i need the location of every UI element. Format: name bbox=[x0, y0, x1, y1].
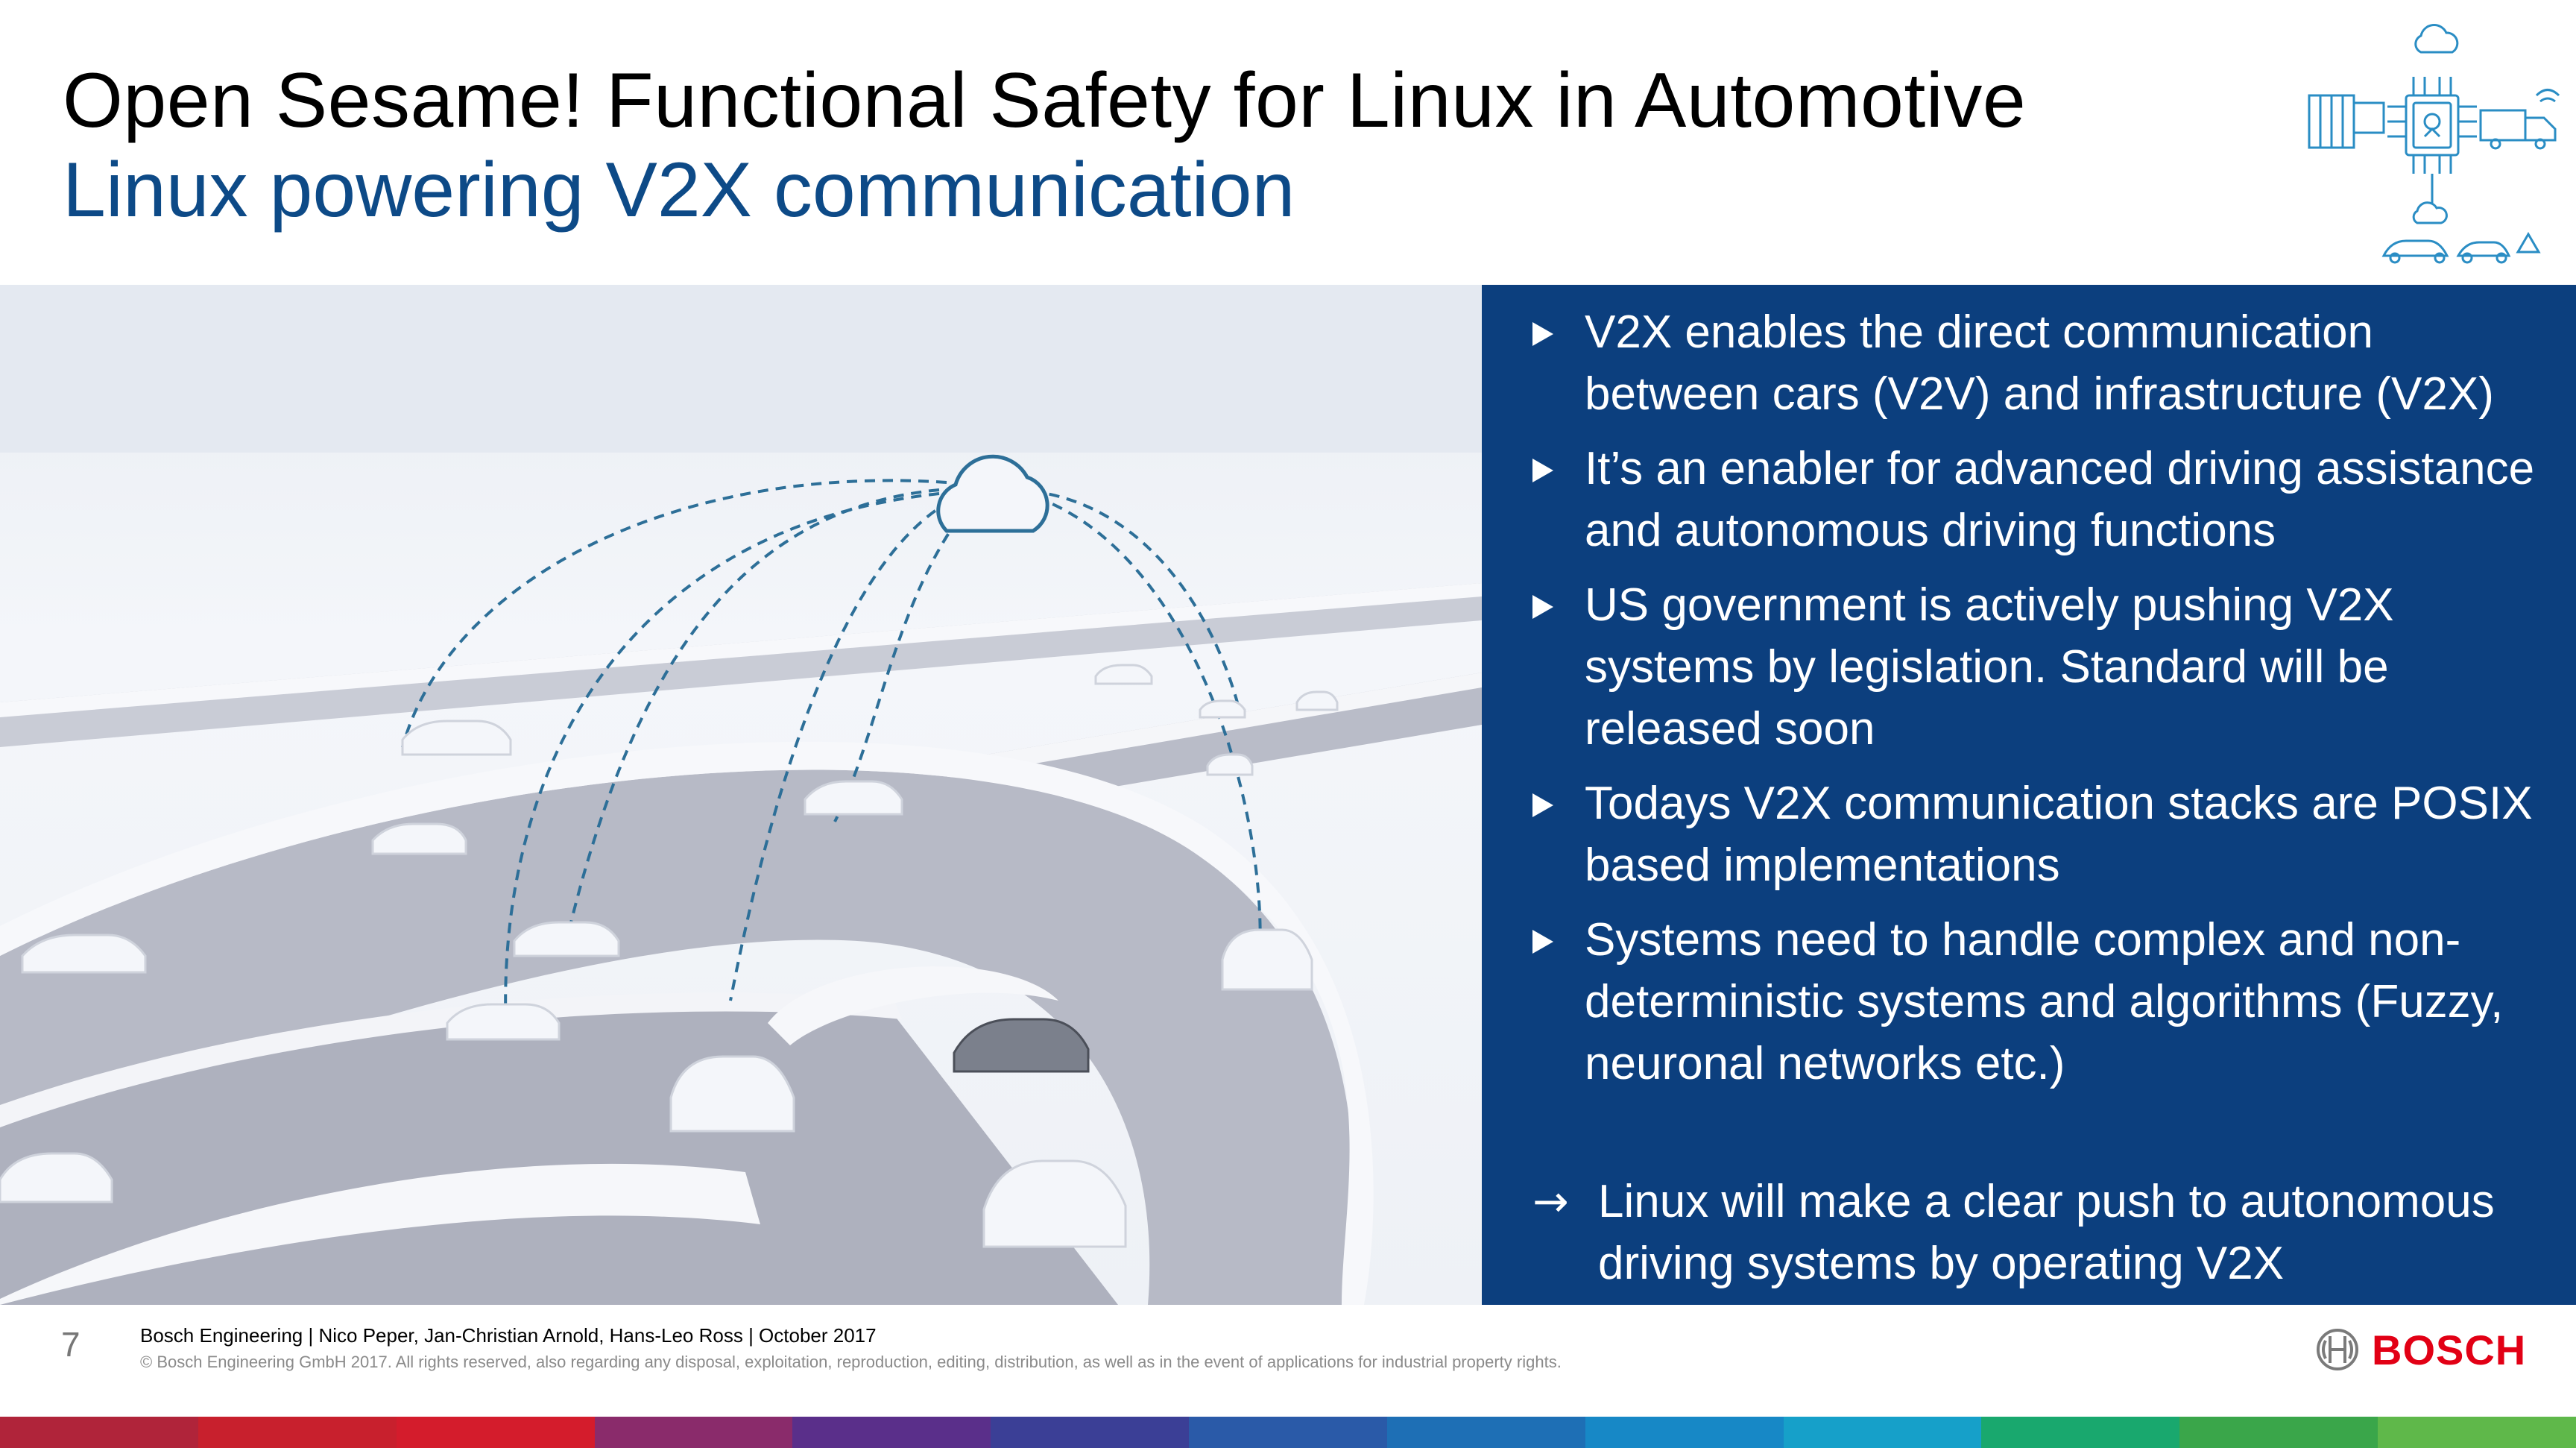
stripe-segment bbox=[1783, 1417, 1982, 1448]
bullet-text: Todays V2X communication stacks are POSI… bbox=[1585, 778, 2533, 891]
color-stripe bbox=[0, 1417, 2576, 1448]
bosch-armature-icon bbox=[2317, 1329, 2358, 1370]
bosch-wordmark: BOSCH bbox=[2372, 1326, 2527, 1373]
page-number: 7 bbox=[61, 1325, 80, 1364]
bullet-triangle-icon bbox=[1532, 459, 1553, 482]
connected-car-icon bbox=[2308, 24, 2560, 264]
stripe-segment bbox=[2378, 1417, 2576, 1448]
footer-authors: Bosch Engineering | Nico Peper, Jan-Chri… bbox=[140, 1324, 877, 1347]
stripe-segment bbox=[1981, 1417, 2180, 1448]
bullet-item: It’s an enabler for advanced driving ass… bbox=[1532, 438, 2554, 561]
stripe-segment bbox=[1585, 1417, 1784, 1448]
stripe-segment bbox=[2179, 1417, 2378, 1448]
arrow-right-icon: → bbox=[1532, 1176, 1569, 1227]
bosch-logo: BOSCH bbox=[2315, 1326, 2527, 1373]
bullet-list: V2X enables the direct communication bet… bbox=[1532, 301, 2554, 1107]
stripe-segment bbox=[991, 1417, 1190, 1448]
page-subtitle: Linux powering V2X communication bbox=[63, 147, 1295, 233]
stripe-segment bbox=[198, 1417, 397, 1448]
page-title: Open Sesame! Functional Safety for Linux… bbox=[63, 57, 2027, 144]
stripe-segment bbox=[792, 1417, 991, 1448]
footer-copyright: © Bosch Engineering GmbH 2017. All right… bbox=[140, 1353, 1562, 1371]
bullet-item: US government is actively pushing V2X sy… bbox=[1532, 574, 2554, 760]
bullet-text: Systems need to handle complex and non-d… bbox=[1585, 914, 2504, 1089]
bullet-text: V2X enables the direct communication bet… bbox=[1585, 306, 2494, 420]
bullet-triangle-icon bbox=[1532, 930, 1553, 954]
cloud-icon bbox=[936, 454, 1049, 533]
stripe-segment bbox=[396, 1417, 595, 1448]
v2x-road-illustration bbox=[0, 285, 1482, 1305]
stripe-segment bbox=[1189, 1417, 1387, 1448]
stripe-segment bbox=[1386, 1417, 1585, 1448]
conclusion: → Linux will make a clear push to autono… bbox=[1532, 1171, 2576, 1294]
conclusion-text: Linux will make a clear push to autonomo… bbox=[1598, 1176, 2495, 1289]
bullet-triangle-icon bbox=[1532, 322, 1553, 346]
bullet-text: US government is actively pushing V2X sy… bbox=[1585, 579, 2394, 755]
bullet-item: Systems need to handle complex and non-d… bbox=[1532, 909, 2554, 1095]
bullet-triangle-icon bbox=[1532, 595, 1553, 619]
bullet-item: V2X enables the direct communication bet… bbox=[1532, 301, 2554, 425]
info-panel: V2X enables the direct communication bet… bbox=[1482, 285, 2576, 1305]
stripe-segment bbox=[0, 1417, 198, 1448]
bullet-triangle-icon bbox=[1532, 793, 1553, 817]
bullet-text: It’s an enabler for advanced driving ass… bbox=[1585, 443, 2535, 556]
bullet-item: Todays V2X communication stacks are POSI… bbox=[1532, 772, 2554, 896]
stripe-segment bbox=[594, 1417, 793, 1448]
